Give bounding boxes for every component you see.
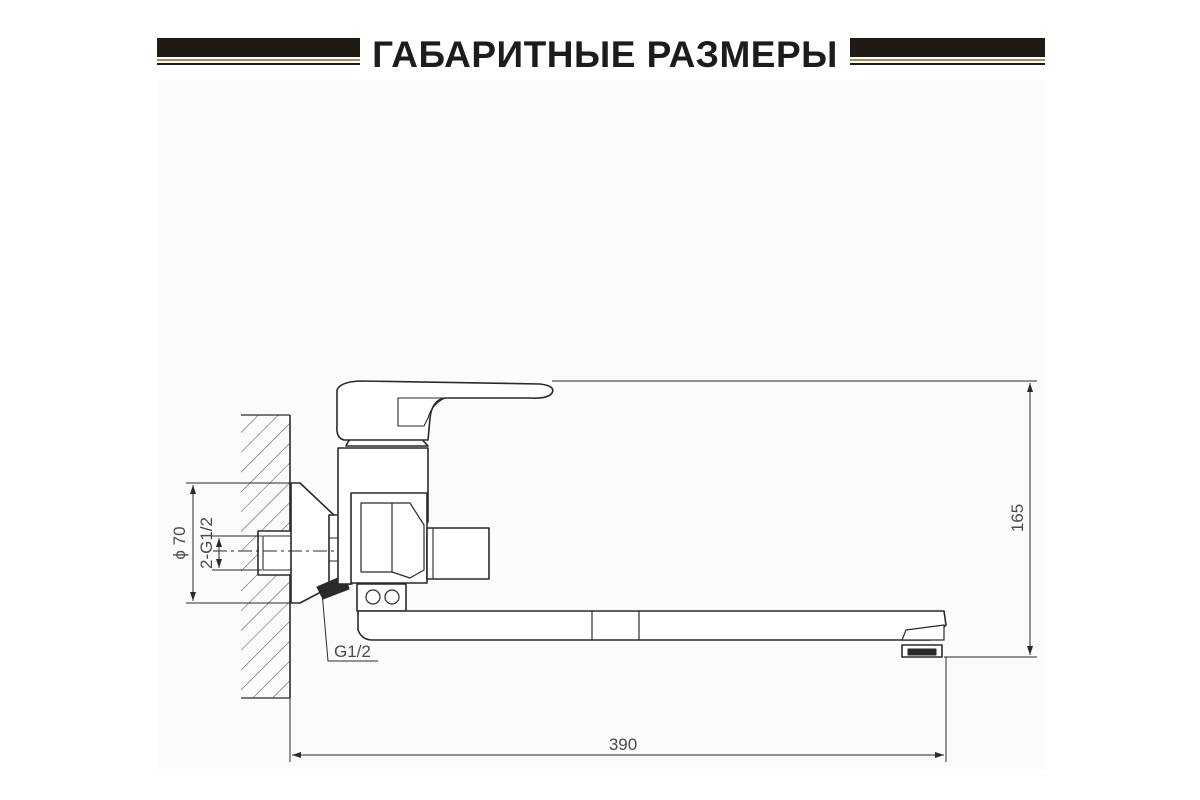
- bar-stripe: [157, 38, 360, 57]
- handle: [336, 380, 554, 441]
- bar-stripe: [850, 63, 1045, 65]
- collar-hole: [365, 589, 381, 605]
- bar-stripe-gold: [850, 59, 1045, 61]
- dimension-labels: ϕ 70 2-G1/2 G1/2 165 390: [170, 504, 1027, 754]
- label-phi70: ϕ 70: [170, 526, 189, 559]
- spout: [357, 610, 947, 641]
- drawing-panel: [157, 80, 1045, 770]
- bar-stripe-gold: [157, 59, 360, 61]
- aerator-inner: [907, 648, 937, 656]
- decorative-bar-left: [157, 38, 360, 68]
- spout-tip: [901, 624, 945, 641]
- faucet-outline: [257, 380, 947, 658]
- label-g12: G1/2: [334, 642, 371, 661]
- bar-stripe: [850, 38, 1045, 57]
- handle-inner: [397, 397, 446, 427]
- diverter-face: [391, 502, 425, 579]
- label-length: 390: [609, 735, 637, 754]
- diverter-body: [350, 492, 428, 584]
- label-2g12: 2-G1/2: [197, 517, 216, 569]
- dimension-lines: [186, 380, 1037, 762]
- page-title: ГАБАРИТНЫЕ РАЗМЕРЫ: [372, 34, 838, 75]
- leader-g12: [321, 591, 378, 662]
- diverter-knob: [426, 527, 490, 580]
- label-height: 165: [1008, 504, 1027, 532]
- bar-stripe: [157, 63, 360, 65]
- collar-hole: [384, 589, 400, 605]
- header-banner: ГАБАРИТНЫЕ РАЗМЕРЫ: [0, 0, 1200, 110]
- decorative-bar-right: [850, 38, 1045, 68]
